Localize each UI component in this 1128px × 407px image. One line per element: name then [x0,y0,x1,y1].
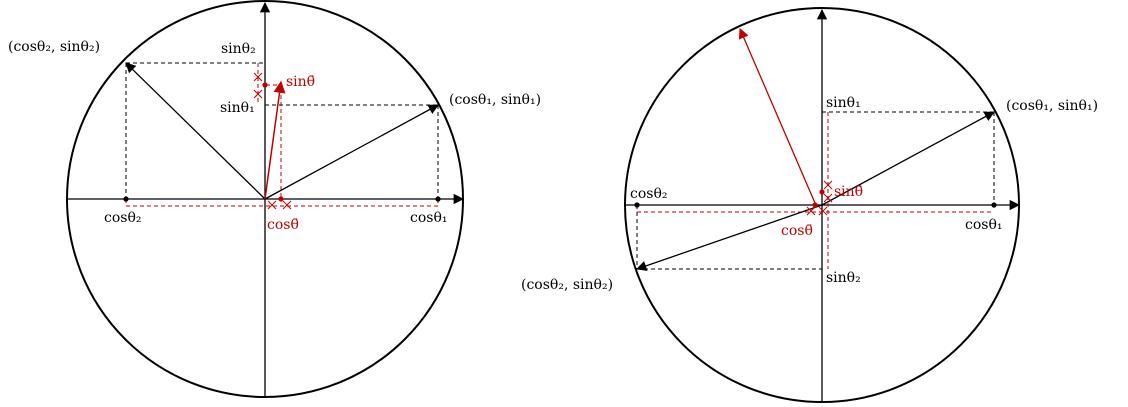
right-vector-theta2 [636,204,823,271]
right-mean-cos-label: cosθ̄ [781,223,813,239]
right-point1-label: (cosθ₁, sinθ₁) [1006,98,1098,114]
left-point2-label: (cosθ₂, sinθ₂) [8,39,100,55]
right-cos1-point [991,202,997,208]
left-projection-lines [125,62,439,199]
left-mean-sin-label: sinθ̄ [286,74,315,90]
left-vector-theta1 [264,104,439,200]
left-cos1-label: cosθ₁ [410,210,448,226]
left-cos1-point [435,196,441,202]
right-cos2-label: cosθ₂ [630,186,668,202]
left-vector-theta2 [125,62,266,200]
left-point1-label: (cosθ₁, sinθ₁) [449,92,541,108]
right-cos1-label: cosθ₁ [965,217,1003,233]
left-cos2-label: cosθ₂ [104,210,142,226]
right-mean-sin-label: sinθ̄ [834,184,863,200]
right-vector-theta1 [821,111,995,206]
left-mean-sin-point [262,82,268,88]
right-cos2-point [634,202,640,208]
left-mean-projection-lines [125,63,439,207]
left-mean-vector [264,80,286,200]
right-mean-sin-point [819,189,825,195]
right-sin2-label: sinθ₂ [826,270,861,286]
left-cos2-point [123,196,129,202]
right-point2-label: (cosθ₂, sinθ₂) [521,277,613,293]
right-diagram: sinθ₁ (cosθ₁, sinθ₁) sinθ̄ cosθ₂ cosθ₁ c… [521,7,1098,403]
right-sin1-label: sinθ₁ [826,95,861,111]
right-mean-projection-lines [637,112,994,269]
left-mean-cos-point [278,196,284,202]
right-mean-vector [738,28,816,204]
right-mean-marker-marks [806,180,833,216]
right-mean-cos-point [812,202,818,208]
left-mean-cos-label: cosθ̄ [267,217,299,233]
left-mean-marker-marks [253,72,292,210]
right-projection-lines [636,111,995,270]
left-sin2-label: sinθ₂ [221,41,256,57]
left-sin1-label: sinθ₁ [220,100,255,116]
left-diagram: (cosθ₂, sinθ₂) (cosθ₁, sinθ₁) sinθ₂ sinθ… [8,0,541,398]
